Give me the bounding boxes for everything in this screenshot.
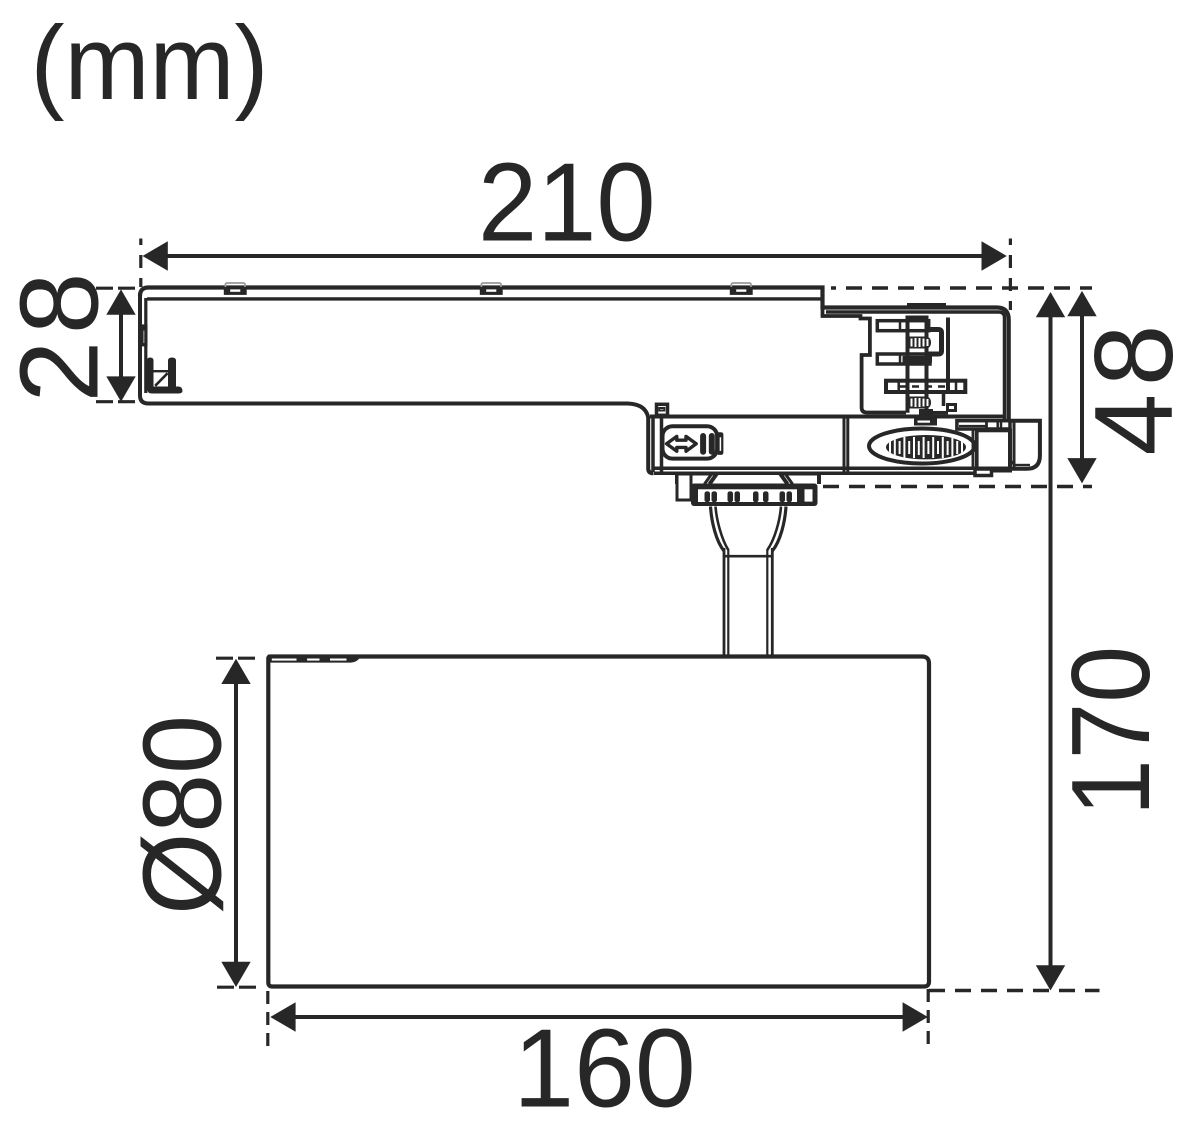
svg-text:28: 28 [0, 273, 122, 403]
svg-text:Ø80: Ø80 [121, 715, 245, 915]
svg-text:48: 48 [1072, 325, 1196, 456]
svg-text:(mm): (mm) [31, 5, 269, 122]
svg-text:160: 160 [513, 1007, 696, 1131]
svg-text:170: 170 [1049, 646, 1173, 816]
svg-text:210: 210 [478, 141, 656, 265]
